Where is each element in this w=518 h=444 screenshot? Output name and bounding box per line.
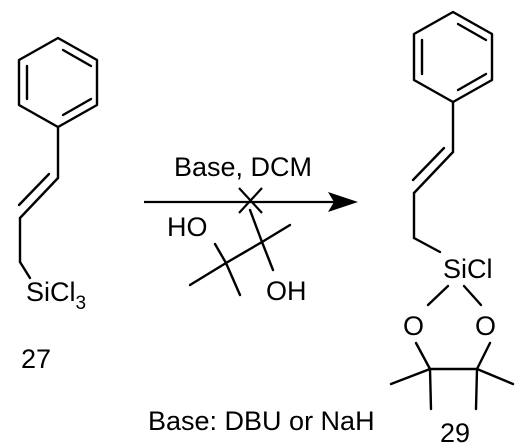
product-methyl-2 xyxy=(428,367,433,411)
product-methyl-1 xyxy=(389,367,432,386)
product-oxygen-left: O xyxy=(403,311,424,341)
reagent-oh-label: OH xyxy=(266,276,307,306)
product-oxygen-right: O xyxy=(475,311,496,341)
reactant-alkene-bond xyxy=(18,176,60,220)
reagent-c1-c2-bond xyxy=(224,240,264,265)
reagent-c1-methyl-left xyxy=(188,261,228,287)
product-compound-number: 29 xyxy=(440,418,470,444)
product-benzene-ring xyxy=(412,10,494,104)
reagent-c2-oh-bond xyxy=(260,240,275,272)
reaction-conditions: Base, DCM xyxy=(174,152,312,182)
reagent-c2-methyl-up xyxy=(248,208,264,244)
reactant-silyl-label: SiCl3 xyxy=(26,277,86,314)
product-si-o-right-bond xyxy=(462,284,483,307)
product-structure: SiCl O O 29 xyxy=(389,10,515,444)
reactant-structure: SiCl3 27 xyxy=(17,36,99,374)
blocked-cross-line-2 xyxy=(238,187,263,214)
base-note: Base: DBU or NaH xyxy=(148,406,375,436)
product-si-o-left-bond xyxy=(426,284,450,307)
reactant-compound-number: 27 xyxy=(21,344,51,374)
reactant-ring-double-bond-1 xyxy=(61,48,93,68)
reaction-arrow-head xyxy=(328,192,358,212)
product-ring-double-bond-2 xyxy=(456,72,488,92)
reactant-ring-double-bond-2 xyxy=(61,97,93,117)
reaction-arrow-group: Base, DCM xyxy=(144,152,358,214)
product-alkene-second-line xyxy=(411,146,446,182)
reagent-c1-oh-bond xyxy=(213,242,228,265)
product-methyl-4 xyxy=(475,367,515,386)
product-ring-double-bond-1 xyxy=(456,22,488,42)
pinacol-reagent: HO OH xyxy=(167,208,307,306)
product-o-right-c-bond xyxy=(475,341,492,371)
reagent-ho-label: HO xyxy=(167,212,208,242)
reagent-c2-methyl-right xyxy=(260,223,292,244)
reactant-benzene-ring xyxy=(17,36,99,129)
product-o-left-c-bond xyxy=(414,341,432,371)
product-methyl-3 xyxy=(474,367,479,411)
product-alkene-bond xyxy=(412,150,455,195)
product-silyl-label: SiCl xyxy=(443,254,493,284)
product-bond-si xyxy=(412,236,442,254)
reagent-c1-methyl-down xyxy=(224,261,242,297)
reactant-bond-si xyxy=(18,260,32,280)
reactant-alkene-second-line xyxy=(17,172,51,207)
